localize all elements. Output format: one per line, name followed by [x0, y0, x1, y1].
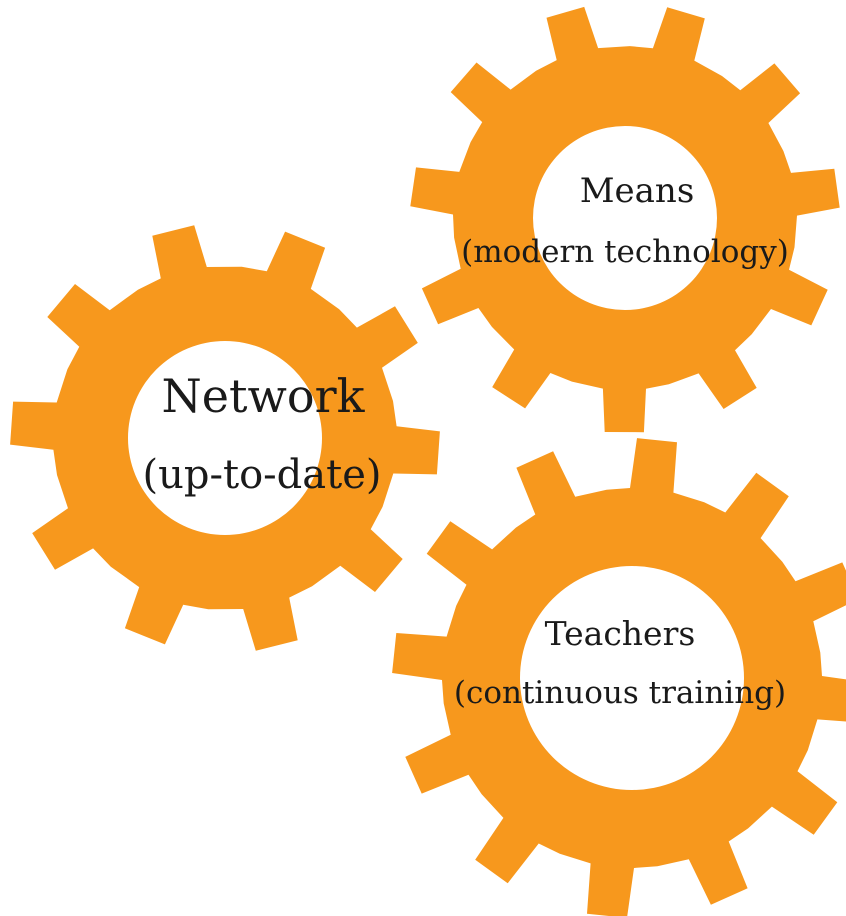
gear-means: Means (modern technology) [410, 6, 840, 433]
gear-teachers-title: Teachers [545, 614, 696, 653]
gear-teachers-shape [392, 438, 846, 916]
gear-network: Network (up-to-date) [10, 225, 440, 651]
gear-teachers: Teachers (continuous training) [392, 438, 846, 916]
gear-means-subtitle: (modern technology) [461, 234, 789, 270]
gear-means-title: Means [580, 171, 695, 211]
gear-network-title: Network [162, 369, 366, 423]
gear-network-subtitle: (up-to-date) [143, 452, 382, 498]
gear-means-shape [410, 6, 840, 433]
gear-network-shape [10, 225, 440, 651]
gear-teachers-subtitle: (continuous training) [454, 675, 786, 711]
